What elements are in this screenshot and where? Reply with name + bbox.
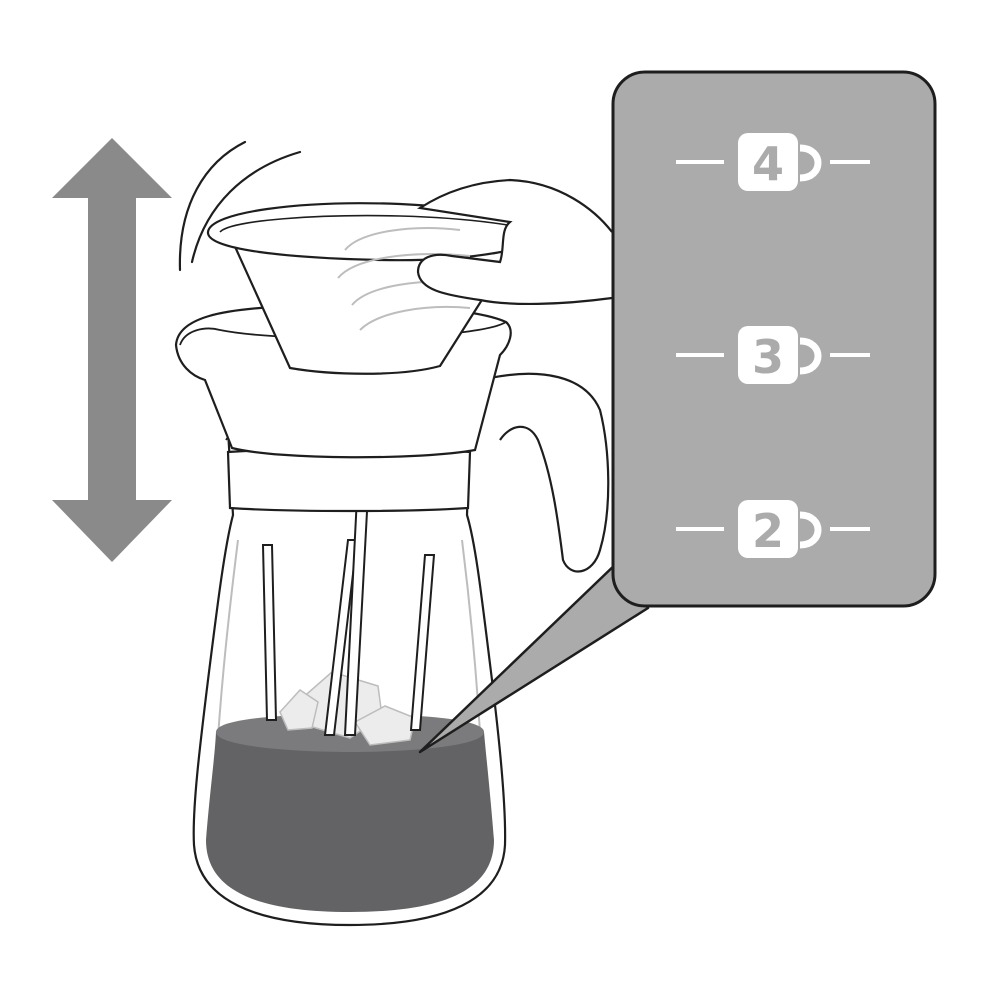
marking-3: 3 — [676, 326, 870, 384]
mug-icon — [738, 326, 798, 384]
mug-icon — [738, 500, 798, 558]
marking-label: 3 — [752, 330, 784, 384]
marking-2: 2 — [676, 500, 870, 558]
marking-label: 2 — [752, 504, 784, 558]
pitcher-handle — [489, 372, 610, 573]
mug-icon — [738, 133, 798, 191]
mug-icon — [799, 511, 822, 549]
double-arrow-vertical-icon — [52, 138, 172, 562]
motion-lines-icon — [178, 140, 302, 272]
coffee-liquid — [206, 732, 494, 912]
marking-4: 4 — [676, 133, 870, 191]
mug-icon — [799, 144, 822, 182]
marking-label: 4 — [752, 137, 784, 191]
hand-icon — [416, 178, 613, 306]
mug-icon — [799, 337, 822, 375]
